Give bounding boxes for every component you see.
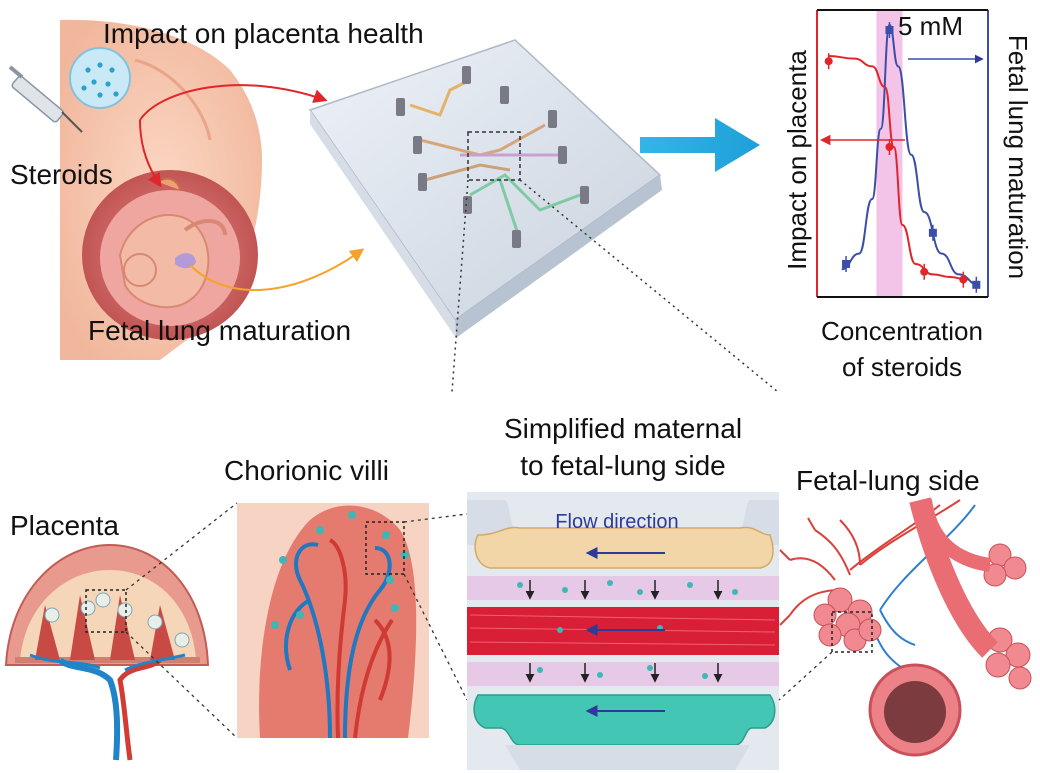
- chorionic-villi-label: Chorionic villi: [224, 455, 389, 486]
- chorionic-villi-illustration: [237, 503, 429, 739]
- zoom-line-placenta-bottom: [125, 631, 238, 739]
- series-0-point-3: [972, 280, 981, 289]
- flow-direction-label: Flow direction: [555, 511, 678, 533]
- series-1-point-3: [959, 275, 968, 284]
- concentration-marker-label: 5 mM: [898, 11, 963, 41]
- y-right-label: Fetal lung maturation: [1003, 35, 1033, 279]
- series-0-point-2: [928, 228, 937, 237]
- series-1-point-2: [920, 267, 929, 276]
- placenta-illustration: [4, 543, 210, 761]
- y-left-label: Impact on placenta: [782, 50, 812, 270]
- x-label-line1: Concentration: [821, 316, 983, 346]
- series-1-line: [828, 55, 968, 281]
- fetal-lung-maturation-label: Fetal lung maturation: [88, 315, 351, 346]
- series-0-point-0: [842, 260, 851, 268]
- x-label-line2: of steroids: [842, 352, 962, 382]
- steroid-droplet-icon: [69, 47, 131, 109]
- steroids-label: Steroids: [10, 159, 113, 190]
- lung-maturation-arrow: [189, 248, 365, 291]
- series-0-point-1: [885, 26, 894, 34]
- fetal-lung-layer: [473, 694, 776, 746]
- organ-on-chip-device: [308, 39, 662, 338]
- zoom-line-villi-bottom: [403, 573, 468, 701]
- simplified-label-line1: Simplified maternal: [504, 413, 742, 444]
- series-1-point-0: [824, 57, 833, 66]
- layers-panel: Flow direction: [467, 492, 779, 770]
- zoom-line-lung: [778, 651, 833, 701]
- zoom-line-placenta-top: [125, 502, 238, 591]
- syringe-icon: [8, 65, 83, 133]
- steroid-response-chart: 5 mM Impact on placenta Fetal lung matur…: [782, 9, 1033, 382]
- steroid-to-placenta-arrow: [139, 84, 328, 121]
- steroid-to-fetus-arrow: [139, 119, 162, 188]
- fetal-lung-illustration: [779, 497, 1032, 757]
- big-right-arrow-icon: [640, 118, 760, 172]
- maternal-layer: [474, 526, 774, 569]
- zoom-line-right: [519, 179, 779, 393]
- series-1-point-1: [885, 143, 894, 151]
- impact-title: Impact on placenta health: [103, 18, 424, 49]
- series-layer: [824, 22, 981, 293]
- placenta-label: Placenta: [10, 510, 119, 541]
- series-0-line: [841, 23, 979, 286]
- simplified-label-line2: to fetal-lung side: [520, 450, 725, 481]
- fetal-lung-side-label: Fetal-lung side: [796, 465, 980, 496]
